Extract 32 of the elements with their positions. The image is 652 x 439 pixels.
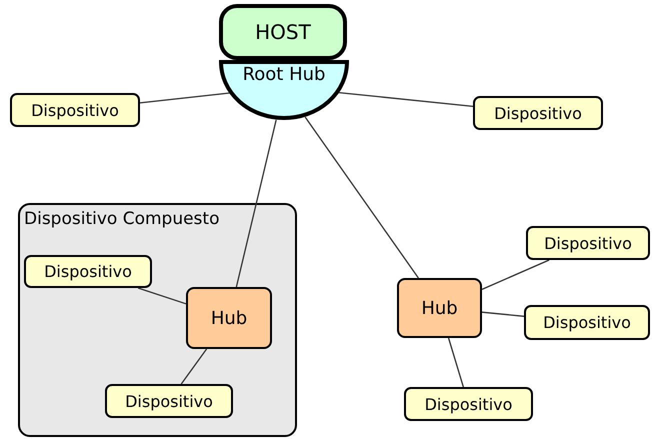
device-box [526, 226, 650, 260]
device-box [10, 93, 140, 127]
node-label: Hub [421, 298, 458, 318]
node-label: Dispositivo [494, 104, 582, 122]
connector-line [482, 259, 550, 290]
connector-line [482, 312, 524, 317]
node-label: Dispositivo [424, 394, 512, 414]
device-box [105, 384, 233, 418]
node-label: Dispositivo [544, 234, 632, 252]
device-box [24, 255, 152, 288]
connector-line [448, 338, 464, 388]
node-label: Dispositivo [44, 262, 132, 281]
device-box [473, 96, 603, 130]
connector-line [180, 348, 208, 384]
node-label: Dispositivo [125, 392, 213, 410]
host-box [219, 4, 347, 60]
node-label: Hub [210, 308, 248, 328]
connector-line [304, 116, 419, 278]
node-label: Dispositivo Compuesto [24, 209, 220, 229]
connector-line [140, 92, 230, 104]
connector-line [138, 287, 186, 304]
connector-line [338, 92, 474, 107]
device-box [524, 305, 650, 340]
hub-box [397, 278, 482, 338]
node-label: HOST [255, 20, 311, 44]
connector-line [236, 120, 277, 288]
device-box [404, 387, 533, 421]
hub-box [186, 287, 272, 349]
node-label: Root Hub [242, 64, 326, 85]
node-label: Dispositivo [31, 100, 119, 120]
node-label: Dispositivo [543, 313, 631, 332]
group-box [18, 203, 297, 437]
